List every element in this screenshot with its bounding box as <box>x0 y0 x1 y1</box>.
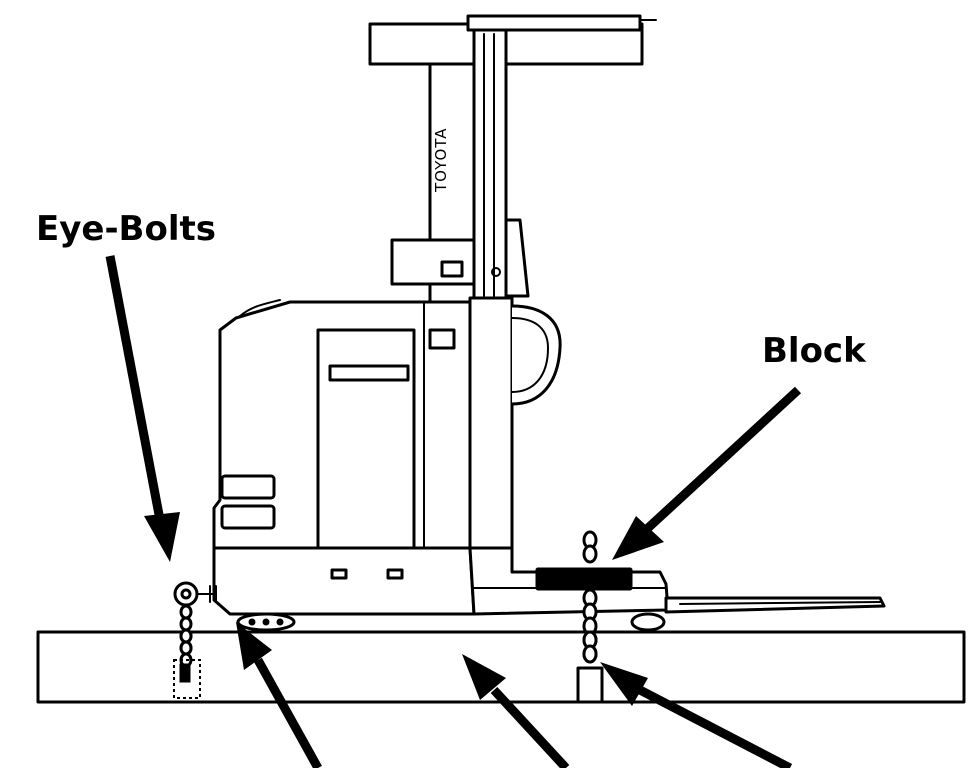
wheels <box>236 612 666 632</box>
right-chain-assembly <box>576 530 604 704</box>
forks <box>664 596 886 614</box>
bottom-arrow-left <box>236 622 322 768</box>
truck-body <box>212 296 670 616</box>
eye-bolts-arrow <box>105 255 180 562</box>
bottom-arrow-right <box>600 662 793 768</box>
bottom-arrow-middle <box>462 654 570 768</box>
wheel-block <box>535 567 633 591</box>
eye-bolts-label: Eye-Bolts <box>36 209 216 249</box>
mast: TOYOTA <box>368 14 657 306</box>
block-arrow <box>612 386 802 560</box>
block-label: Block <box>762 331 867 371</box>
brand-text: TOYOTA <box>432 127 450 193</box>
chain-overlay <box>179 628 598 664</box>
left-eye-bolt-assembly <box>173 581 217 699</box>
